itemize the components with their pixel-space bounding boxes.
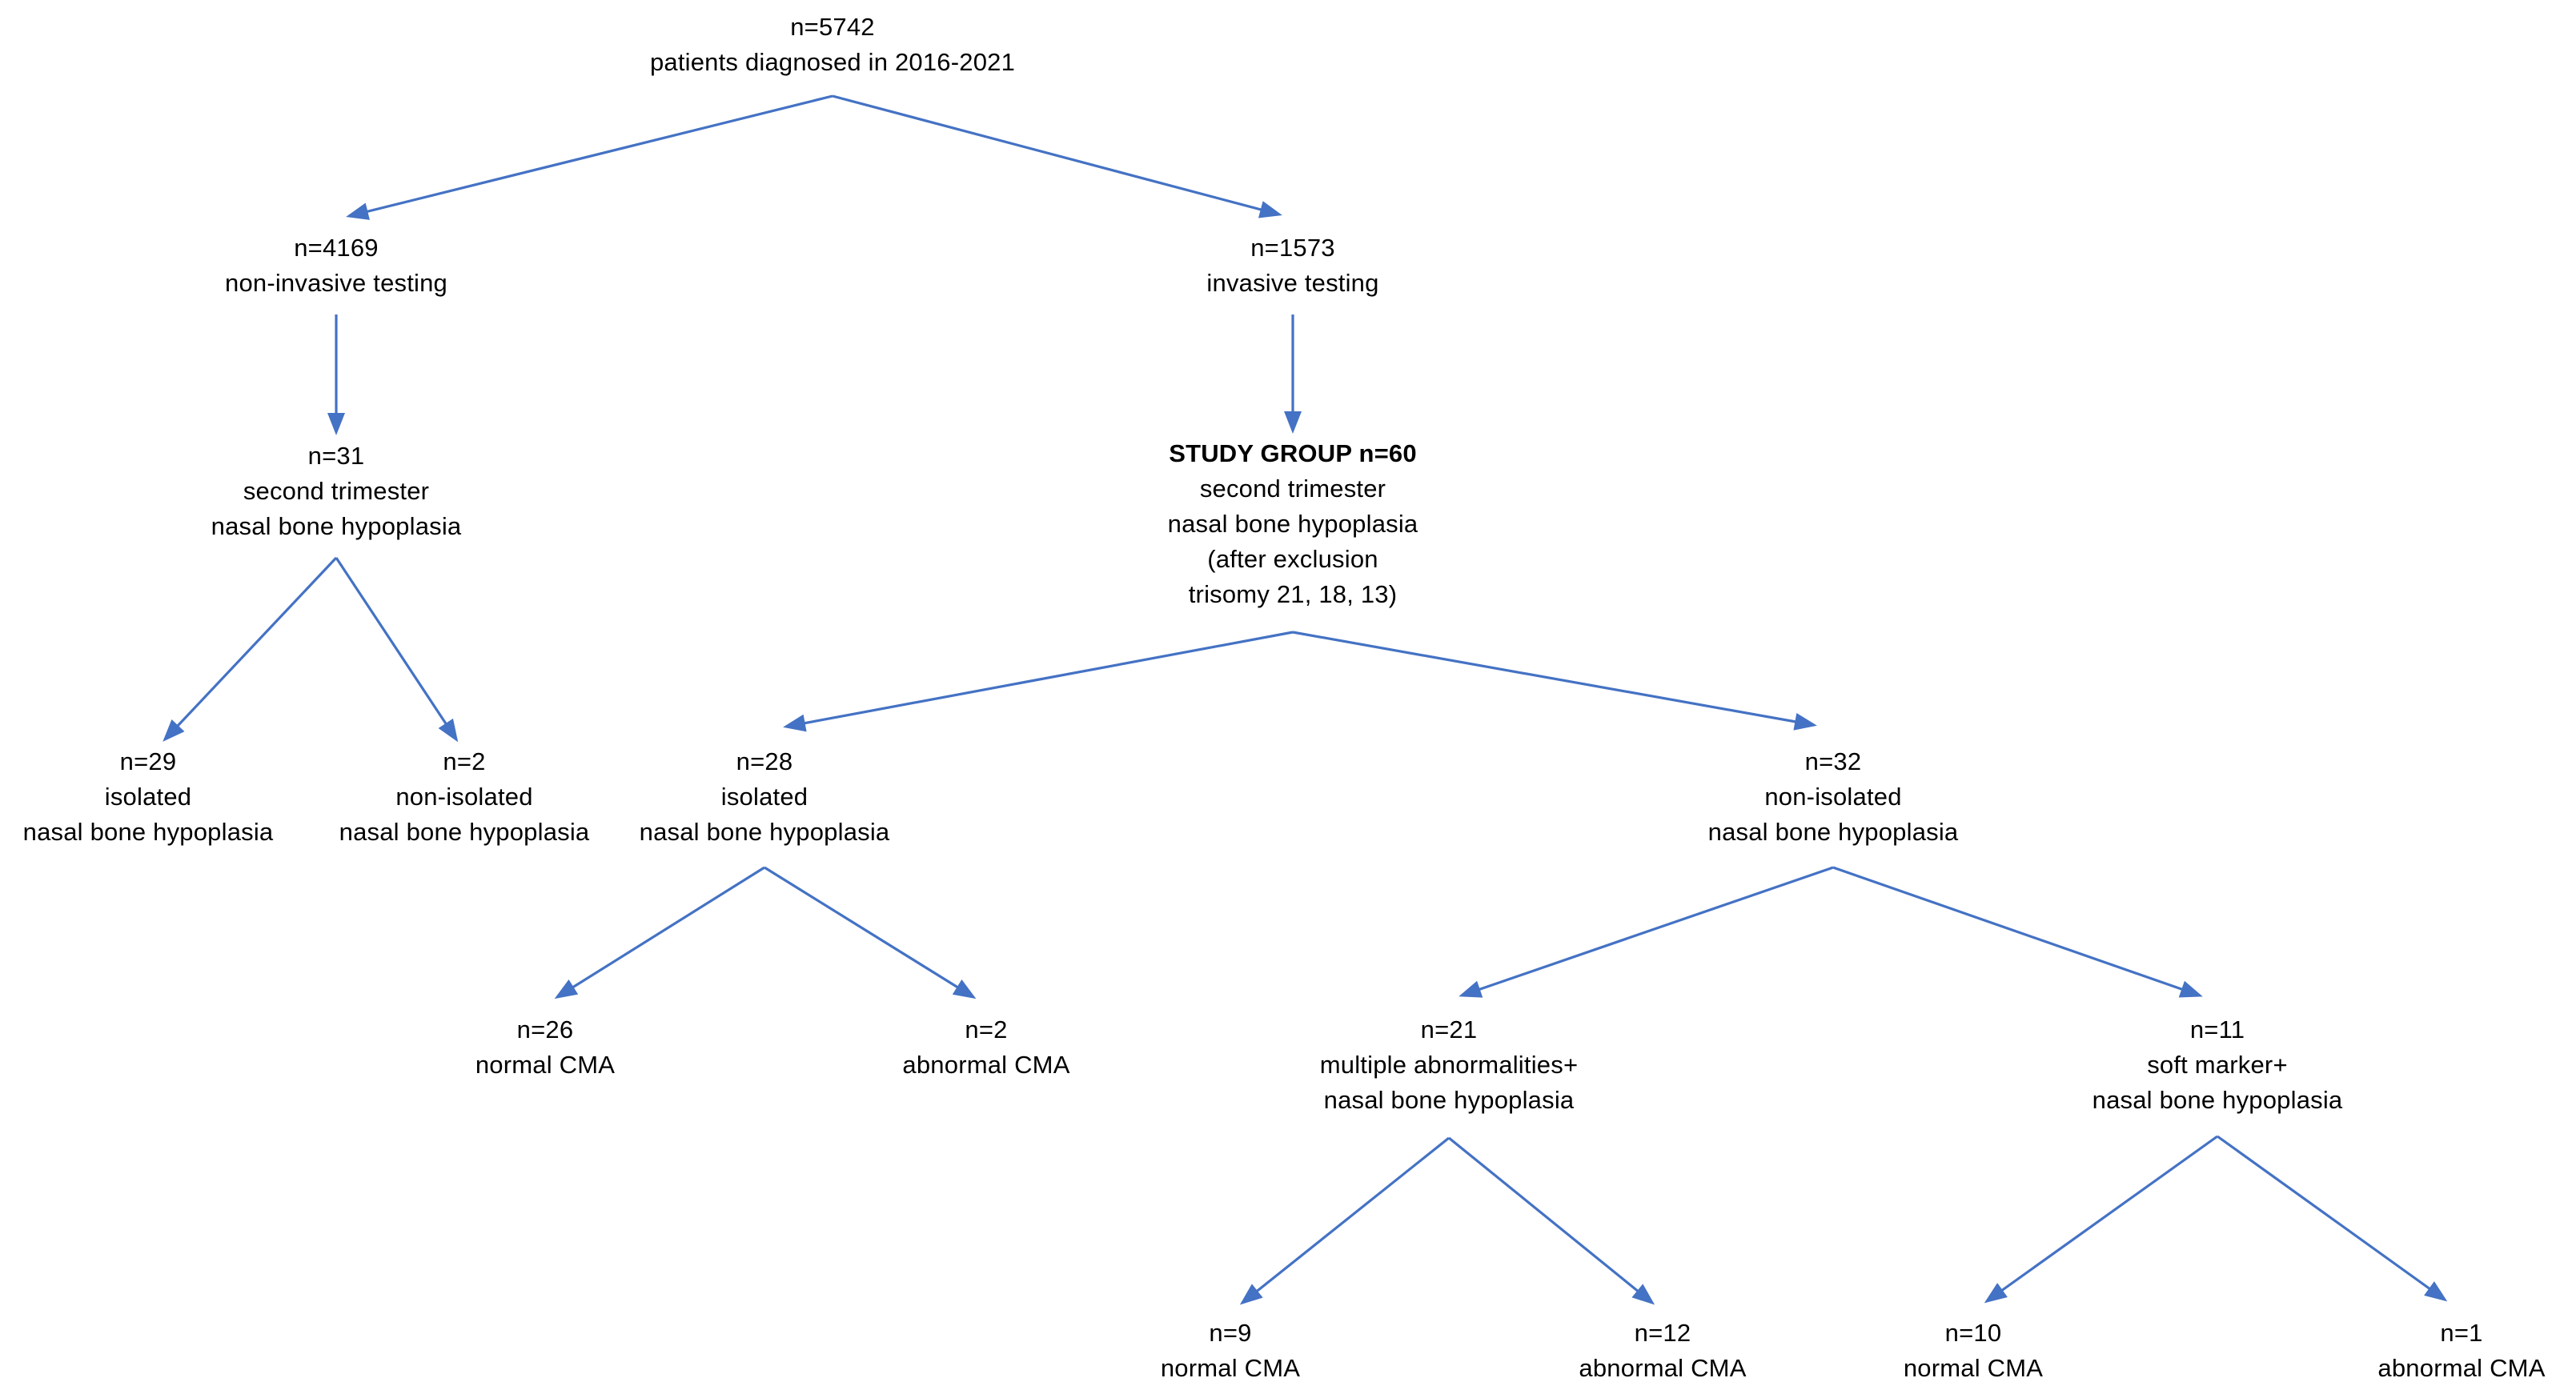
flow-node-abcma1-line-1: abnormal CMA	[2377, 1354, 2546, 1382]
flow-node-abcma12-line-0: n=12	[1634, 1319, 1691, 1347]
flow-node-cma9: n=9 normal CMA	[1161, 1316, 1300, 1386]
flow-node-cma10-line-1: normal CMA	[1903, 1354, 2044, 1382]
flow-node-nbh31-line-1: second trimester	[243, 477, 430, 505]
flow-node-noniso32-line-0: n=32	[1804, 747, 1862, 775]
flow-node-noniso2-line-2: nasal bone hypoplasia	[339, 818, 590, 846]
flow-node-noninvasive-line-1: non-invasive testing	[225, 269, 447, 297]
flow-node-total-line-1: patients diagnosed in 2016-2021	[649, 48, 1016, 76]
flow-node-iso28-line-0: n=28	[736, 747, 793, 775]
flow-node-study-line-4: trisomy 21, 18, 13)	[1188, 580, 1398, 608]
flow-node-noniso2: n=2 non-isolated nasal bone hypoplasia	[339, 744, 590, 850]
flow-node-cma10: n=10 normal CMA	[1904, 1316, 2043, 1386]
flow-node-soft11-line-0: n=11	[2189, 1015, 2245, 1043]
flow-node-soft11-line-1: soft marker+	[2147, 1051, 2288, 1079]
flow-node-cma26-line-0: n=26	[516, 1015, 574, 1043]
flow-node-cma10-line-0: n=10	[1944, 1319, 2002, 1347]
flow-node-noniso32-line-2: nasal bone hypoplasia	[1707, 818, 1959, 846]
flow-node-invasive-line-1: invasive testing	[1206, 269, 1379, 297]
flow-node-iso28: n=28 isolated nasal bone hypoplasia	[640, 744, 890, 850]
flow-node-noniso32: n=32 non-isolated nasal bone hypoplasia	[1708, 744, 1959, 850]
flow-arrow-total-to-noninvasive	[346, 94, 833, 220]
flow-arrow-soft11-to-abcma1	[2217, 1135, 2448, 1302]
flow-node-abcma1: n=1 abnormal CMA	[2377, 1316, 2545, 1386]
flow-arrow-multi21-to-cma9	[1239, 1136, 1450, 1305]
flow-arrow-noniso32-to-soft11	[1832, 866, 2203, 998]
flow-arrow-iso28-to-abcma2	[764, 866, 977, 999]
flow-arrow-noniso32-to-multi21	[1459, 866, 1834, 998]
flow-node-soft11: n=11 soft marker+ nasal bone hypoplasia	[2092, 1012, 2343, 1118]
flow-node-nbh31-line-0: n=31	[307, 442, 365, 470]
flow-node-study: STUDY GROUP n=60 second trimester nasal bo…	[1168, 436, 1418, 612]
flow-node-multi21-line-2: nasal bone hypoplasia	[1323, 1086, 1575, 1114]
flow-node-cma26-line-1: normal CMA	[475, 1051, 616, 1079]
flow-node-study-line-0: STUDY GROUP n=60	[1169, 439, 1417, 467]
flow-node-abcma12-line-1: abnormal CMA	[1579, 1354, 1747, 1382]
flow-arrow-multi21-to-abcma12	[1447, 1136, 1655, 1305]
flow-node-study-line-1: second trimester	[1199, 475, 1386, 503]
flow-node-cma9-line-0: n=9	[1209, 1319, 1252, 1347]
flow-node-iso29-line-0: n=29	[119, 747, 177, 775]
flow-node-abcma1-line-0: n=1	[2440, 1319, 2483, 1347]
flow-node-multi21: n=21 multiple abnormalities+ nasal bone hy…	[1320, 1012, 1579, 1118]
flow-node-noniso32-line-1: non-isolated	[1764, 783, 1902, 811]
flow-node-abcma12: n=12 abnormal CMA	[1579, 1316, 1746, 1386]
flow-node-study-line-3: (after exclusion	[1207, 545, 1378, 573]
flow-node-cma9-line-1: normal CMA	[1160, 1354, 1301, 1382]
flow-node-abcma2: n=2 abnormal CMA	[902, 1012, 1069, 1083]
flow-node-iso28-line-1: isolated	[720, 783, 809, 811]
flow-arrow-study-to-iso28	[783, 631, 1294, 732]
flow-node-abcma2-line-1: abnormal CMA	[902, 1051, 1070, 1079]
flow-node-invasive-line-0: n=1573	[1250, 234, 1335, 262]
flow-arrow-soft11-to-cma10	[1984, 1135, 2218, 1304]
flow-arrow-nbh31-to-noniso2	[335, 557, 459, 743]
flow-node-multi21-line-1: multiple abnormalities+	[1319, 1051, 1579, 1079]
flow-node-nbh31: n=31 second trimester nasal bone hypoplasi…	[211, 439, 462, 544]
flow-node-noninvasive-line-0: n=4169	[294, 234, 379, 262]
flow-node-multi21-line-0: n=21	[1420, 1015, 1478, 1043]
flow-arrow-nbh31-to-iso29	[163, 556, 338, 742]
flow-node-abcma2-line-0: n=2	[965, 1015, 1008, 1043]
flow-node-study-line-2: nasal bone hypoplasia	[1167, 510, 1418, 538]
flow-arrow-iso28-to-cma26	[554, 866, 765, 999]
flow-arrow-study-to-noniso32	[1292, 631, 1817, 731]
flow-node-iso29-line-1: isolated	[104, 783, 192, 811]
flow-node-iso29-line-2: nasal bone hypoplasia	[22, 818, 274, 846]
flow-node-soft11-line-2: nasal bone hypoplasia	[2092, 1086, 2343, 1114]
flow-node-invasive: n=1573 invasive testing	[1206, 230, 1378, 301]
flow-node-noninvasive: n=4169 non-invasive testing	[225, 230, 447, 301]
flow-node-total-line-0: n=5742	[790, 13, 875, 41]
flow-node-cma26: n=26 normal CMA	[475, 1012, 615, 1083]
flow-node-noniso2-line-1: non-isolated	[395, 783, 533, 811]
flow-node-iso28-line-2: nasal bone hypoplasia	[639, 818, 890, 846]
flow-node-total: n=5742 patients diagnosed in 2016-2021	[650, 10, 1015, 80]
flow-node-iso29: n=29 isolated nasal bone hypoplasia	[23, 744, 274, 850]
flow-node-noniso2-line-0: n=2	[443, 747, 486, 775]
flow-arrow-total-to-invasive	[832, 94, 1282, 218]
flow-node-nbh31-line-2: nasal bone hypoplasia	[211, 512, 462, 540]
